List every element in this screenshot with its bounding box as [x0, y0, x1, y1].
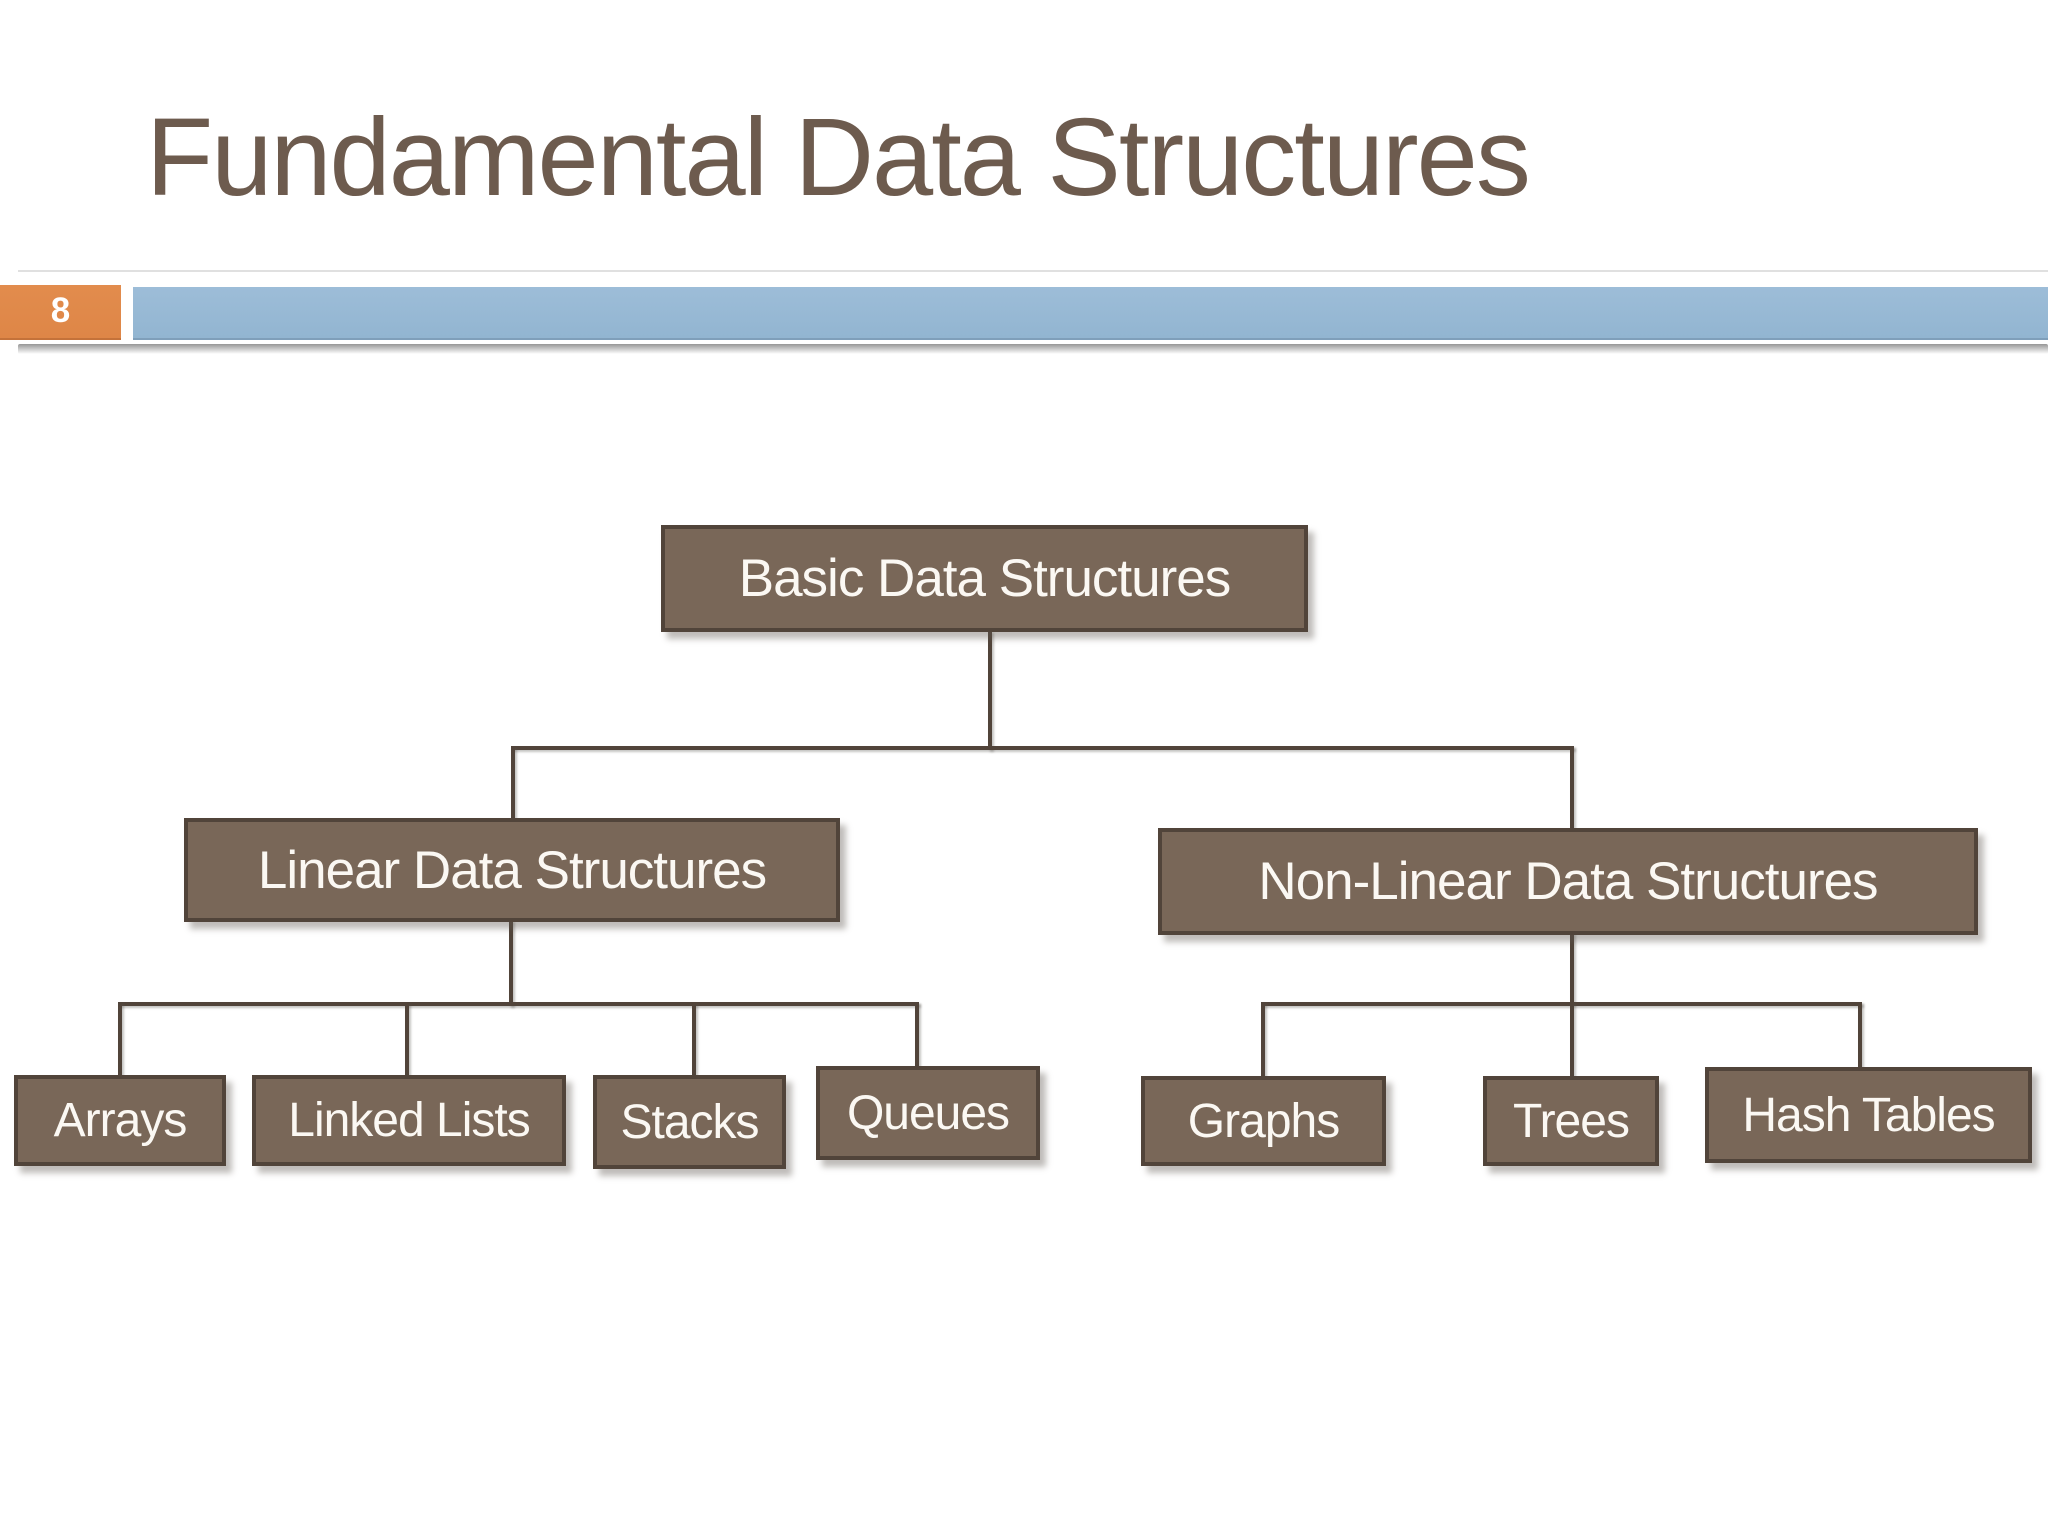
connector-linear-down — [509, 920, 513, 1006]
connector-nonlinear-down — [1570, 932, 1574, 1004]
connector-nonlinear-children-horizontal — [1261, 1002, 1862, 1006]
connector-root-down — [988, 631, 992, 750]
connector-level1-horizontal — [511, 746, 1574, 750]
connector-to-trees — [1570, 1002, 1574, 1078]
page-number-box: 8 — [0, 285, 121, 340]
node-stacks: Stacks — [593, 1075, 786, 1169]
connector-to-hash-tables — [1858, 1002, 1862, 1069]
connector-to-graphs — [1261, 1002, 1265, 1078]
connector-to-linked-lists — [405, 1002, 409, 1077]
node-queues: Queues — [816, 1066, 1040, 1160]
node-graphs: Graphs — [1141, 1076, 1386, 1166]
connector-to-nonlinear — [1570, 746, 1574, 830]
connector-linear-children-horizontal — [118, 1002, 919, 1006]
node-arrays: Arrays — [14, 1075, 226, 1166]
node-linked-lists: Linked Lists — [252, 1075, 566, 1166]
connector-to-stacks — [692, 1002, 696, 1077]
header-shadow — [18, 344, 2048, 354]
connector-to-arrays — [118, 1002, 122, 1077]
header-blue-bar — [133, 287, 2048, 340]
header-top-line — [18, 270, 2048, 272]
connector-to-linear — [511, 746, 515, 820]
node-linear-data-structures: Linear Data Structures — [184, 818, 840, 922]
connector-to-queues — [915, 1002, 919, 1068]
page-number: 8 — [50, 290, 71, 330]
slide-title: Fundamental Data Structures — [146, 96, 1531, 219]
node-non-linear-data-structures: Non-Linear Data Structures — [1158, 828, 1978, 935]
node-basic-data-structures: Basic Data Structures — [661, 525, 1308, 632]
node-trees: Trees — [1483, 1076, 1659, 1166]
node-hash-tables: Hash Tables — [1705, 1067, 2032, 1163]
